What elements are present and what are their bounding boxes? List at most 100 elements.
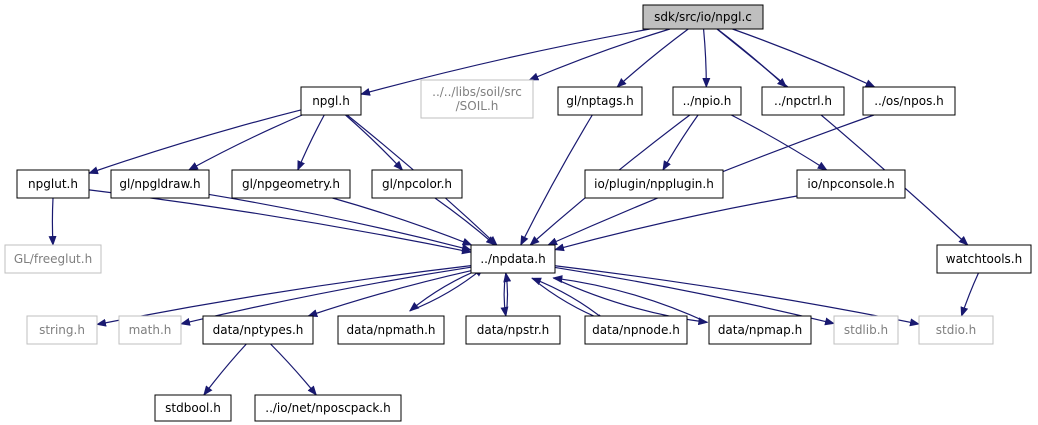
node-label: data/npnode.h bbox=[592, 323, 680, 337]
node-label: gl/npgldraw.h bbox=[119, 177, 200, 191]
node-label: io/plugin/npplugin.h bbox=[594, 177, 714, 191]
node-label: ../npio.h bbox=[683, 94, 732, 108]
node-label: ../../libs/soil/src bbox=[432, 85, 522, 99]
node-npgldraw-h[interactable]: gl/npgldraw.h bbox=[110, 169, 210, 199]
edge-npdata_h-to-stdlib_h bbox=[554, 266, 835, 326]
node-label: ../io/net/nposcpack.h bbox=[265, 401, 390, 415]
node-label: ../os/npos.h bbox=[874, 94, 944, 108]
node-box bbox=[420, 79, 534, 119]
node-stdbool-h[interactable]: stdbool.h bbox=[154, 394, 232, 422]
node-box bbox=[118, 315, 182, 345]
edge-npdata_h-to-string_h bbox=[96, 265, 472, 327]
node-box bbox=[300, 86, 362, 116]
node-label: ../npdata.h bbox=[480, 252, 545, 266]
node-npgeometry-h[interactable]: gl/npgeometry.h bbox=[231, 169, 351, 199]
edge-npmap_h-to-npdata_h bbox=[552, 275, 708, 323]
node-nposcpack-h[interactable]: ../io/net/nposcpack.h bbox=[254, 394, 402, 422]
node-box bbox=[154, 394, 232, 422]
node-root[interactable]: sdk/src/io/npgl.c bbox=[642, 4, 764, 30]
node-math-h: math.h bbox=[118, 315, 182, 345]
edge-root-to-npgl_h bbox=[360, 28, 650, 96]
node-box bbox=[918, 315, 994, 345]
edge-npdata_h-to-npmath_h bbox=[409, 267, 484, 312]
node-box bbox=[584, 315, 688, 345]
node-box bbox=[584, 169, 724, 199]
edge-npcolor_h-to-npdata_h bbox=[434, 197, 496, 246]
node-label: gl/npcolor.h bbox=[382, 177, 452, 191]
node-npos-h[interactable]: ../os/npos.h bbox=[862, 86, 956, 116]
edge-nptypes_h-to-nposcpack_h bbox=[270, 343, 317, 396]
node-npstr-h[interactable]: data/npstr.h bbox=[465, 315, 561, 345]
node-stdio-h: stdio.h bbox=[918, 315, 994, 345]
node-label: npglut.h bbox=[28, 177, 78, 191]
node-npplugin-h[interactable]: io/plugin/npplugin.h bbox=[584, 169, 724, 199]
node-label: math.h bbox=[129, 323, 172, 337]
node-npmath-h[interactable]: data/npmath.h bbox=[337, 315, 445, 345]
node-label: gl/nptags.h bbox=[566, 94, 634, 108]
node-npgl-h[interactable]: npgl.h bbox=[300, 86, 362, 116]
node-npcolor-h[interactable]: gl/npcolor.h bbox=[371, 169, 463, 199]
edge-npgl_h-to-npgeometry_h bbox=[297, 114, 325, 171]
node-label: /SOIL.h bbox=[456, 99, 499, 113]
node-soil-h: ../../libs/soil/src/SOIL.h bbox=[420, 79, 534, 119]
edge-npglut_h-to-freeglut_h bbox=[48, 197, 57, 246]
edge-npdata_h-to-stdio_h bbox=[554, 265, 920, 327]
edge-npdata_h-to-nptypes_h bbox=[307, 270, 472, 317]
node-box bbox=[936, 244, 1032, 274]
node-label: stdbool.h bbox=[165, 401, 221, 415]
node-box bbox=[557, 86, 643, 116]
edge-npmath_h-to-npdata_h bbox=[409, 267, 485, 312]
node-npglut-h[interactable]: npglut.h bbox=[16, 169, 90, 199]
node-box bbox=[254, 394, 402, 422]
edge-npstr_h-to-npdata_h bbox=[503, 272, 512, 317]
node-npio-h[interactable]: ../npio.h bbox=[672, 86, 742, 116]
node-npnode-h[interactable]: data/npnode.h bbox=[584, 315, 688, 345]
node-box bbox=[672, 86, 742, 116]
node-box bbox=[202, 315, 314, 345]
edge-root-to-watchtools_h bbox=[716, 28, 969, 246]
node-label: GL/freeglut.h bbox=[14, 252, 92, 266]
node-box bbox=[26, 315, 98, 345]
node-watchtools-h[interactable]: watchtools.h bbox=[936, 244, 1032, 274]
edge-watchtools_h-to-stdio_h bbox=[960, 272, 980, 317]
node-label: data/npmath.h bbox=[346, 323, 435, 337]
edge-root-to-npio_h bbox=[702, 28, 711, 88]
node-npconsole-h[interactable]: io/npconsole.h bbox=[796, 169, 906, 199]
edge-root-to-soil_h bbox=[528, 28, 671, 81]
edges-layer bbox=[48, 28, 980, 396]
node-nptags-h[interactable]: gl/nptags.h bbox=[557, 86, 643, 116]
node-label: watchtools.h bbox=[946, 252, 1022, 266]
node-box bbox=[16, 169, 90, 199]
node-string-h: string.h bbox=[26, 315, 98, 345]
node-label: data/npmap.h bbox=[718, 323, 802, 337]
node-box bbox=[796, 169, 906, 199]
node-box bbox=[708, 315, 812, 345]
edge-npio_h-to-npplugin_h bbox=[662, 114, 699, 171]
node-label: string.h bbox=[39, 323, 85, 337]
node-label: npgl.h bbox=[312, 94, 350, 108]
edge-npdata_h-to-npmap_h bbox=[553, 277, 709, 326]
edge-npdata_h-to-npstr_h bbox=[500, 272, 509, 317]
node-freeglut-h: GL/freeglut.h bbox=[4, 244, 102, 274]
edge-npio_h-to-npconsole_h bbox=[731, 114, 828, 171]
node-label: data/npstr.h bbox=[477, 323, 550, 337]
node-box bbox=[465, 315, 561, 345]
node-label: ../npctrl.h bbox=[774, 94, 832, 108]
edge-nptags_h-to-npdata_h bbox=[520, 114, 593, 246]
edge-npconsole_h-to-npdata_h bbox=[554, 195, 798, 252]
node-npctrl-h[interactable]: ../npctrl.h bbox=[761, 86, 845, 116]
node-label: data/nptypes.h bbox=[213, 323, 304, 337]
edge-npgl_h-to-npglut_h bbox=[88, 109, 302, 175]
node-npmap-h[interactable]: data/npmap.h bbox=[708, 315, 812, 345]
edge-root-to-nptags_h bbox=[616, 28, 689, 88]
node-box bbox=[4, 244, 102, 274]
node-npdata-h[interactable]: ../npdata.h bbox=[470, 244, 556, 274]
edge-root-to-npos_h bbox=[732, 28, 876, 88]
node-box bbox=[231, 169, 351, 199]
node-nptypes-h[interactable]: data/nptypes.h bbox=[202, 315, 314, 345]
edge-npglut_h-to-npdata_h bbox=[88, 189, 472, 255]
node-box bbox=[371, 169, 463, 199]
node-label: stdio.h bbox=[936, 323, 976, 337]
node-box bbox=[110, 169, 210, 199]
